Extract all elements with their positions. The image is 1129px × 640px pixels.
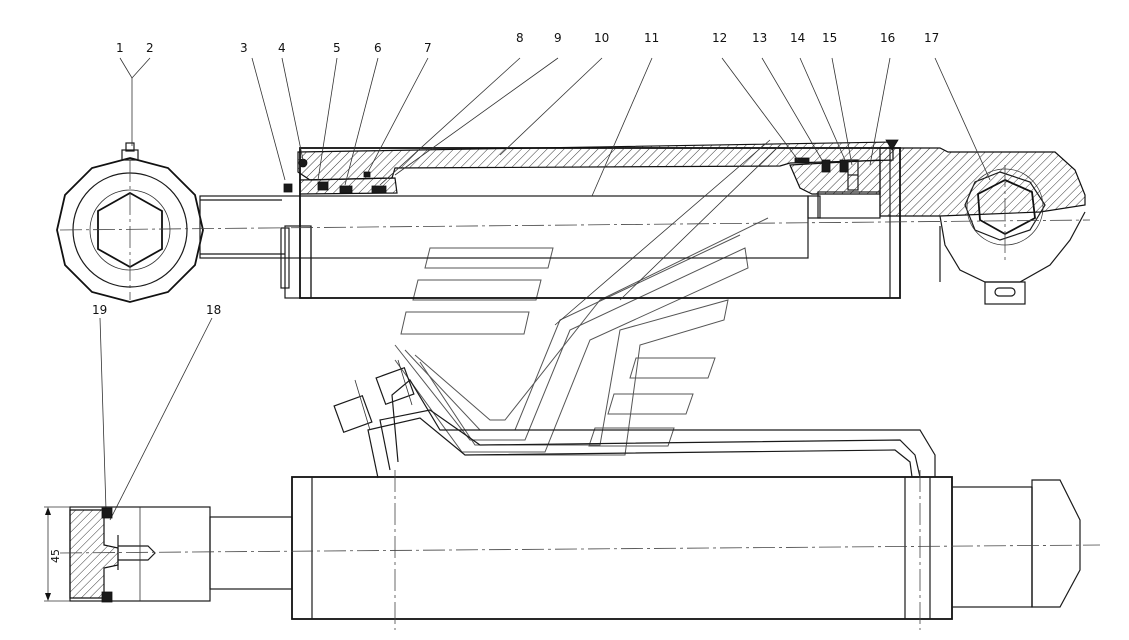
callout-6: 6 bbox=[374, 41, 382, 55]
callout-9: 9 bbox=[554, 31, 562, 45]
callout-14: 14 bbox=[790, 31, 805, 45]
top-section-view bbox=[56, 139, 1091, 326]
callout-numbers: 1 2 3 4 5 6 7 8 9 10 11 12 13 14 15 16 1… bbox=[92, 31, 939, 317]
callout-3: 3 bbox=[240, 41, 248, 55]
callout-1: 1 bbox=[116, 41, 124, 55]
callout-13: 13 bbox=[752, 31, 767, 45]
rear-end-cap bbox=[951, 486, 1033, 608]
exterior-barrel bbox=[291, 476, 953, 620]
bottom-centerline bbox=[59, 544, 1101, 554]
callout-18: 18 bbox=[206, 303, 221, 317]
exterior-rod bbox=[209, 516, 293, 590]
callout-19: 19 bbox=[92, 303, 107, 317]
callout-11: 11 bbox=[644, 31, 659, 45]
callout-16: 16 bbox=[880, 31, 895, 45]
hydraulic-pipes bbox=[333, 359, 936, 479]
callout-8: 8 bbox=[516, 31, 524, 45]
dimension-45: 45 bbox=[49, 549, 62, 563]
callout-7: 7 bbox=[424, 41, 432, 55]
callout-2: 2 bbox=[146, 41, 154, 55]
callout-17: 17 bbox=[924, 31, 939, 45]
callout-12: 12 bbox=[712, 31, 727, 45]
rear-clevis bbox=[879, 147, 1086, 305]
callout-leaders bbox=[99, 57, 991, 521]
piston-section bbox=[789, 159, 881, 195]
callout-4: 4 bbox=[278, 41, 286, 55]
callout-5: 5 bbox=[333, 41, 341, 55]
bottom-exterior-view: 45 bbox=[44, 359, 1101, 630]
callout-15: 15 bbox=[822, 31, 837, 45]
watermark-logo bbox=[394, 217, 769, 456]
centerline bbox=[59, 219, 1091, 231]
piston-rod bbox=[199, 195, 809, 259]
callout-10: 10 bbox=[594, 31, 609, 45]
